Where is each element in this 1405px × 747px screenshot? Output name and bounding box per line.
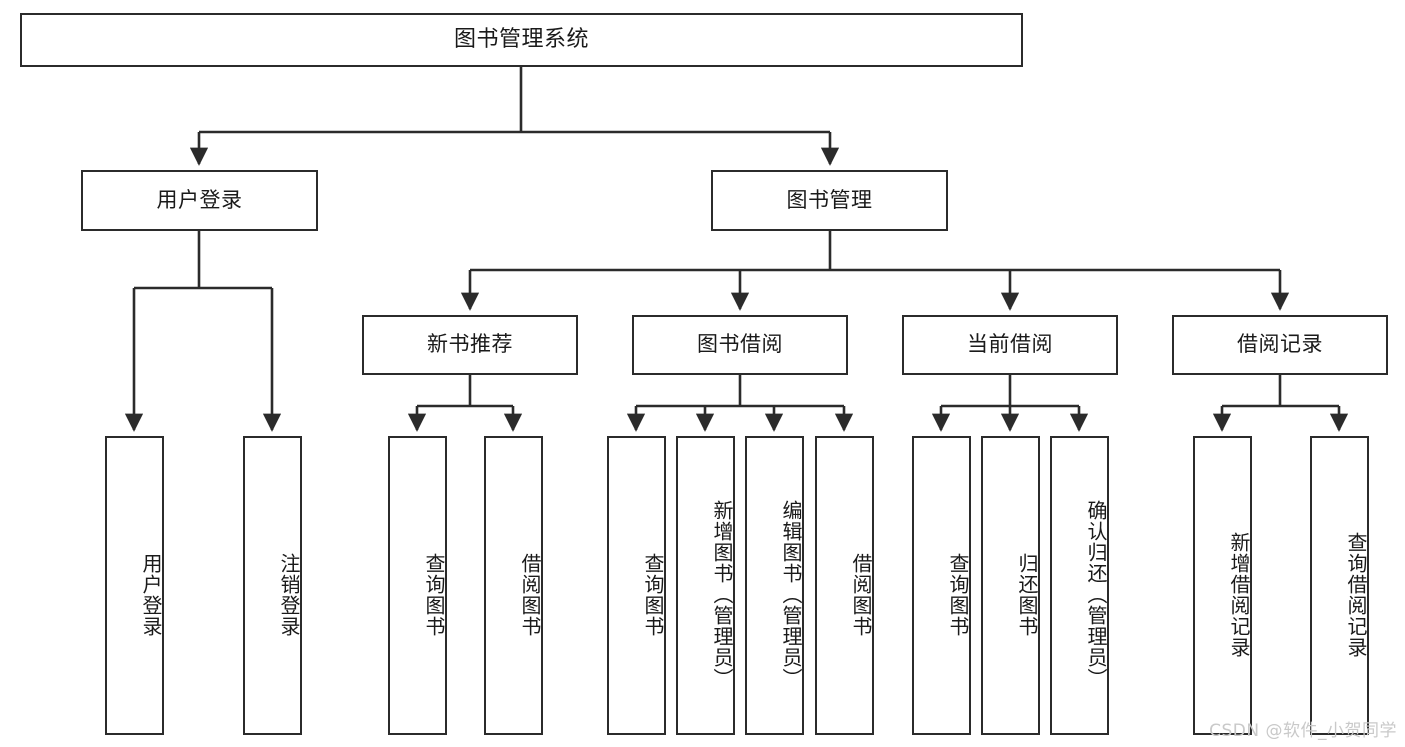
leaf-current-borrow-query[interactable]: 查询图书	[912, 436, 971, 735]
node-book-management[interactable]: 图书管理	[711, 170, 948, 231]
node-label: 图书管理系统	[453, 26, 589, 52]
node-label: 借阅图书	[849, 552, 873, 637]
leaf-new-book-query[interactable]: 查询图书	[388, 436, 447, 735]
node-label: 查询图书	[422, 552, 446, 637]
leaf-user-login-login[interactable]: 用户登录	[105, 436, 164, 735]
node-current-borrow[interactable]: 当前借阅	[902, 315, 1118, 375]
leaf-current-borrow-confirm-return[interactable]: 确认归还（管理员）	[1050, 436, 1109, 735]
node-label: 新书推荐	[427, 332, 513, 357]
node-label: 当前借阅	[967, 332, 1053, 357]
leaf-book-borrow-edit[interactable]: 编辑图书（管理员）	[745, 436, 804, 735]
node-book-borrow[interactable]: 图书借阅	[632, 315, 848, 375]
node-label: 用户登录	[139, 552, 163, 637]
node-label: 查询图书	[946, 552, 970, 637]
leaf-user-login-logout[interactable]: 注销登录	[243, 436, 302, 735]
node-label: 用户登录	[156, 187, 243, 212]
node-label: 借阅记录	[1237, 332, 1323, 357]
leaf-borrow-record-query[interactable]: 查询借阅记录	[1310, 436, 1369, 735]
node-label: 新增图书（管理员）	[710, 500, 734, 689]
leaf-book-borrow-query[interactable]: 查询图书	[607, 436, 666, 735]
node-root-library-system[interactable]: 图书管理系统	[20, 13, 1023, 67]
leaf-current-borrow-return[interactable]: 归还图书	[981, 436, 1040, 735]
node-label: 归还图书	[1015, 552, 1039, 637]
node-label: 查询图书	[641, 552, 665, 637]
leaf-book-borrow-add[interactable]: 新增图书（管理员）	[676, 436, 735, 735]
node-label: 借阅图书	[518, 552, 542, 637]
node-label: 图书管理	[786, 187, 873, 212]
node-label: 图书借阅	[697, 332, 783, 357]
node-new-book-recommend[interactable]: 新书推荐	[362, 315, 578, 375]
node-label: 查询借阅记录	[1344, 531, 1368, 658]
leaf-book-borrow-borrow[interactable]: 借阅图书	[815, 436, 874, 735]
leaf-borrow-record-add[interactable]: 新增借阅记录	[1193, 436, 1252, 735]
node-label: 确认归还（管理员）	[1084, 500, 1108, 689]
leaf-new-book-borrow[interactable]: 借阅图书	[484, 436, 543, 735]
node-label: 新增借阅记录	[1227, 531, 1251, 658]
node-user-login[interactable]: 用户登录	[81, 170, 318, 231]
node-label: 编辑图书（管理员）	[779, 500, 803, 689]
node-borrow-record[interactable]: 借阅记录	[1172, 315, 1388, 375]
node-label: 注销登录	[277, 552, 301, 637]
